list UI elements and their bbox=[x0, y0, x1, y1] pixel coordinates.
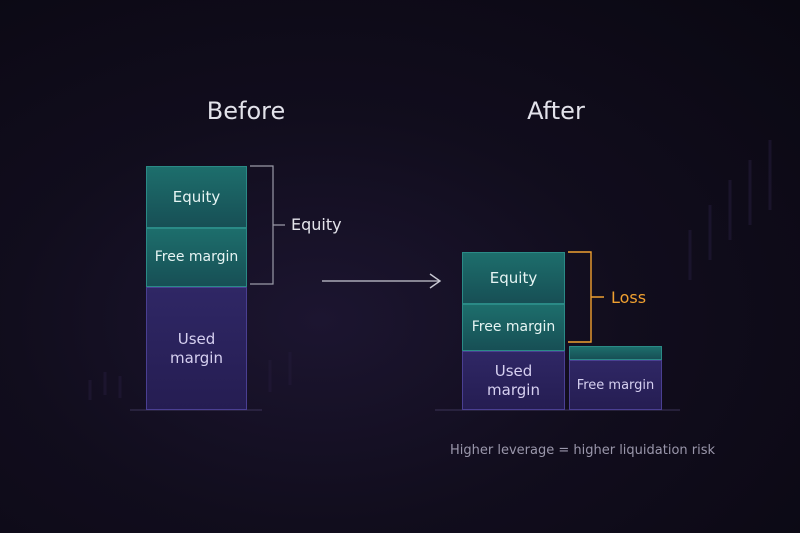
leverage-risk-note: Higher leverage = higher liquidation ris… bbox=[450, 443, 716, 458]
before-equity-bracket bbox=[250, 165, 285, 285]
before-used-margin-label: Used margin bbox=[170, 329, 223, 367]
after-used-margin-label: Used margin bbox=[487, 361, 540, 399]
after-side-free-margin-cap bbox=[569, 346, 662, 360]
background-texture bbox=[88, 140, 772, 400]
after-loss-bracket bbox=[568, 251, 604, 343]
after-free-margin-block: Free margin bbox=[462, 304, 565, 351]
after-free-margin-label: Free margin bbox=[471, 319, 556, 335]
after-side-free-margin-block: Free margin bbox=[569, 360, 662, 410]
after-loss-label: Loss bbox=[611, 288, 647, 307]
after-equity-label: Equity bbox=[489, 268, 538, 287]
before-equity-block: Equity bbox=[146, 166, 247, 228]
before-heading: Before bbox=[206, 97, 286, 125]
before-free-margin-label: Free margin bbox=[154, 249, 239, 265]
after-heading: After bbox=[527, 97, 585, 125]
after-side-free-margin-label: Free margin bbox=[576, 377, 655, 393]
before-equity-label: Equity bbox=[172, 187, 221, 206]
after-used-margin-block: Used margin bbox=[462, 351, 565, 410]
after-equity-block: Equity bbox=[462, 252, 565, 304]
before-used-margin-block: Used margin bbox=[146, 287, 247, 410]
before-free-margin-block: Free margin bbox=[146, 228, 247, 287]
before-bracket-label: Equity bbox=[291, 215, 342, 234]
arrow-head bbox=[429, 273, 442, 289]
